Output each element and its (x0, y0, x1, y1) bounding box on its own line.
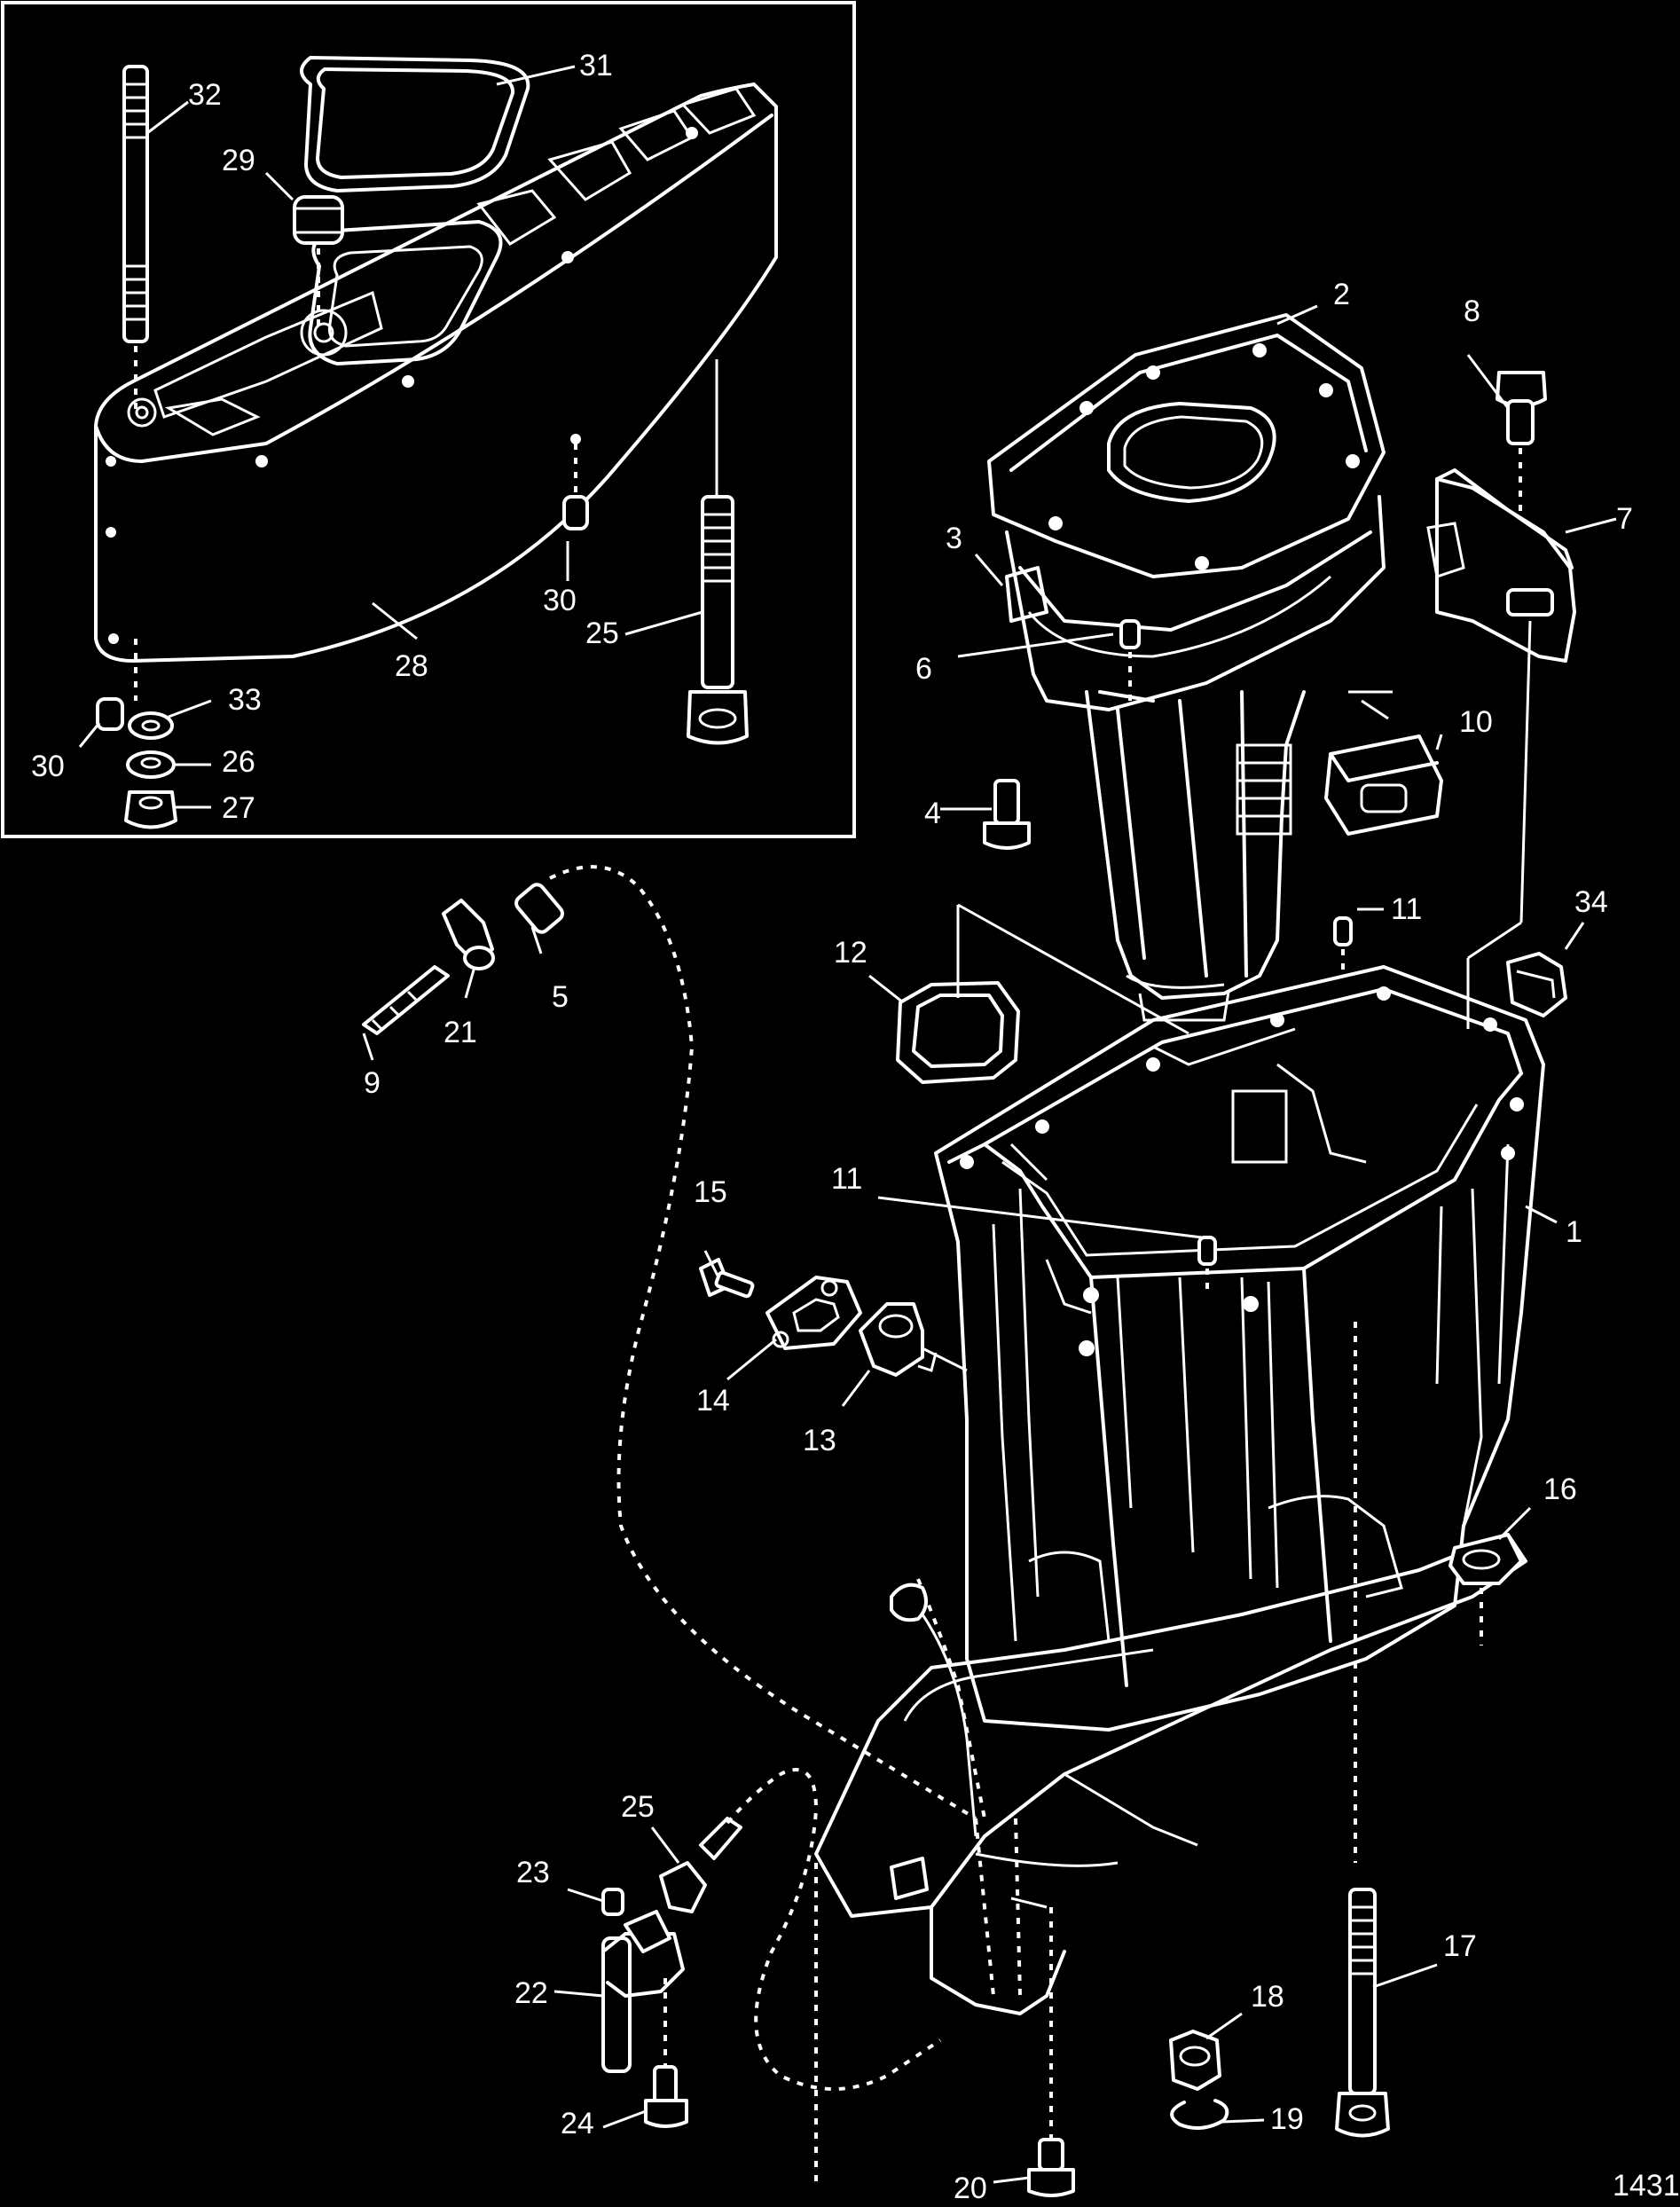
callout-14: 14 (696, 1384, 730, 1418)
callout-4: 4 (924, 797, 941, 830)
dowel-11-lower-part (1197, 1236, 1217, 1295)
cover-plate-7-part (1426, 468, 1576, 1029)
callout-25-inset: 25 (585, 617, 619, 650)
fitting-5-part (514, 883, 564, 934)
callout-18: 18 (1251, 1980, 1284, 2014)
bolt-4-part (983, 779, 1031, 850)
water-pickup-22-part (601, 1910, 685, 2073)
callout-27: 27 (222, 791, 255, 825)
callout-3: 3 (946, 522, 962, 555)
callout-30-lower: 30 (31, 750, 65, 783)
callout-22: 22 (514, 1976, 548, 2010)
bolt-25-inset-part (687, 359, 749, 745)
callout-25-lower: 25 (621, 1790, 655, 1824)
callout-24: 24 (561, 2107, 594, 2140)
callout-34: 34 (1574, 885, 1608, 919)
bolt-8-part (1496, 371, 1547, 514)
callout-26: 26 (222, 745, 255, 779)
inset-panel (1, 1, 856, 838)
fitting-13-part (859, 1302, 968, 1377)
callout-32: 32 (188, 78, 222, 112)
callout-19: 19 (1270, 2102, 1304, 2136)
callout-28: 28 (395, 649, 428, 683)
callout-1: 1 (1566, 1215, 1582, 1249)
leader-lines (362, 304, 1617, 2184)
fitting-25-lower-part (659, 1768, 942, 2182)
anode-18-part (1169, 2030, 1221, 2091)
callout-12: 12 (834, 936, 867, 970)
callout-29: 29 (222, 144, 255, 177)
callout-7: 7 (1616, 502, 1633, 536)
gasket-14-part (765, 1276, 862, 1350)
callout-15: 15 (694, 1175, 727, 1209)
dowel-30-upper-part (562, 434, 589, 530)
callout-6: 6 (915, 652, 932, 686)
callout-20: 20 (954, 2172, 987, 2205)
callout-21: 21 (444, 1016, 477, 1049)
callout-31: 31 (579, 49, 613, 82)
callout-9: 9 (364, 1066, 381, 1100)
callout-13: 13 (803, 1424, 836, 1457)
callout-11-lower: 11 (831, 1162, 862, 1196)
mount-34-part (1506, 952, 1567, 1017)
grommet-23-part (601, 1888, 624, 1916)
callout-30-upper: 30 (543, 584, 577, 617)
callout-23: 23 (516, 1856, 550, 1889)
stud-32-part (122, 65, 149, 701)
mount-10-part (1324, 690, 1443, 836)
fitting-21-part (442, 899, 495, 970)
water-tube-part (549, 865, 1022, 1997)
callout-labels: 31 32 29 28 30 25 33 30 26 27 2 8 3 7 6 … (31, 49, 1680, 2205)
callout-11-upper: 11 (1391, 892, 1422, 926)
callout-16: 16 (1543, 1473, 1577, 1506)
callout-2: 2 (1333, 278, 1350, 311)
callout-5: 5 (552, 980, 569, 1014)
exhaust-tube-part (987, 313, 1386, 1022)
fastener-stack-part (96, 697, 177, 829)
bolt-17-part (1335, 1322, 1390, 2138)
callout-8: 8 (1464, 295, 1480, 328)
gasket-31-part (300, 56, 530, 192)
clip-19-part (1170, 2099, 1229, 2130)
pin-6-part (1119, 619, 1141, 701)
seal-12-part (896, 903, 1189, 1084)
callout-17: 17 (1443, 1929, 1477, 1963)
figure-number: 1431 (1613, 2169, 1680, 2203)
dowel-11-upper-part (1333, 916, 1353, 976)
screw-20-part (1027, 1907, 1075, 2197)
adaptor-plate-part (94, 82, 778, 663)
bolt-24-part (644, 1978, 688, 2128)
callout-33: 33 (228, 683, 262, 717)
screw-15-part (699, 1258, 755, 1299)
callout-10: 10 (1459, 705, 1493, 739)
grommet-16-part (1448, 1533, 1523, 1645)
bushing-29-part (293, 195, 344, 328)
driveshaft-housing-part (814, 965, 1545, 2015)
tube-9-part (362, 965, 450, 1035)
